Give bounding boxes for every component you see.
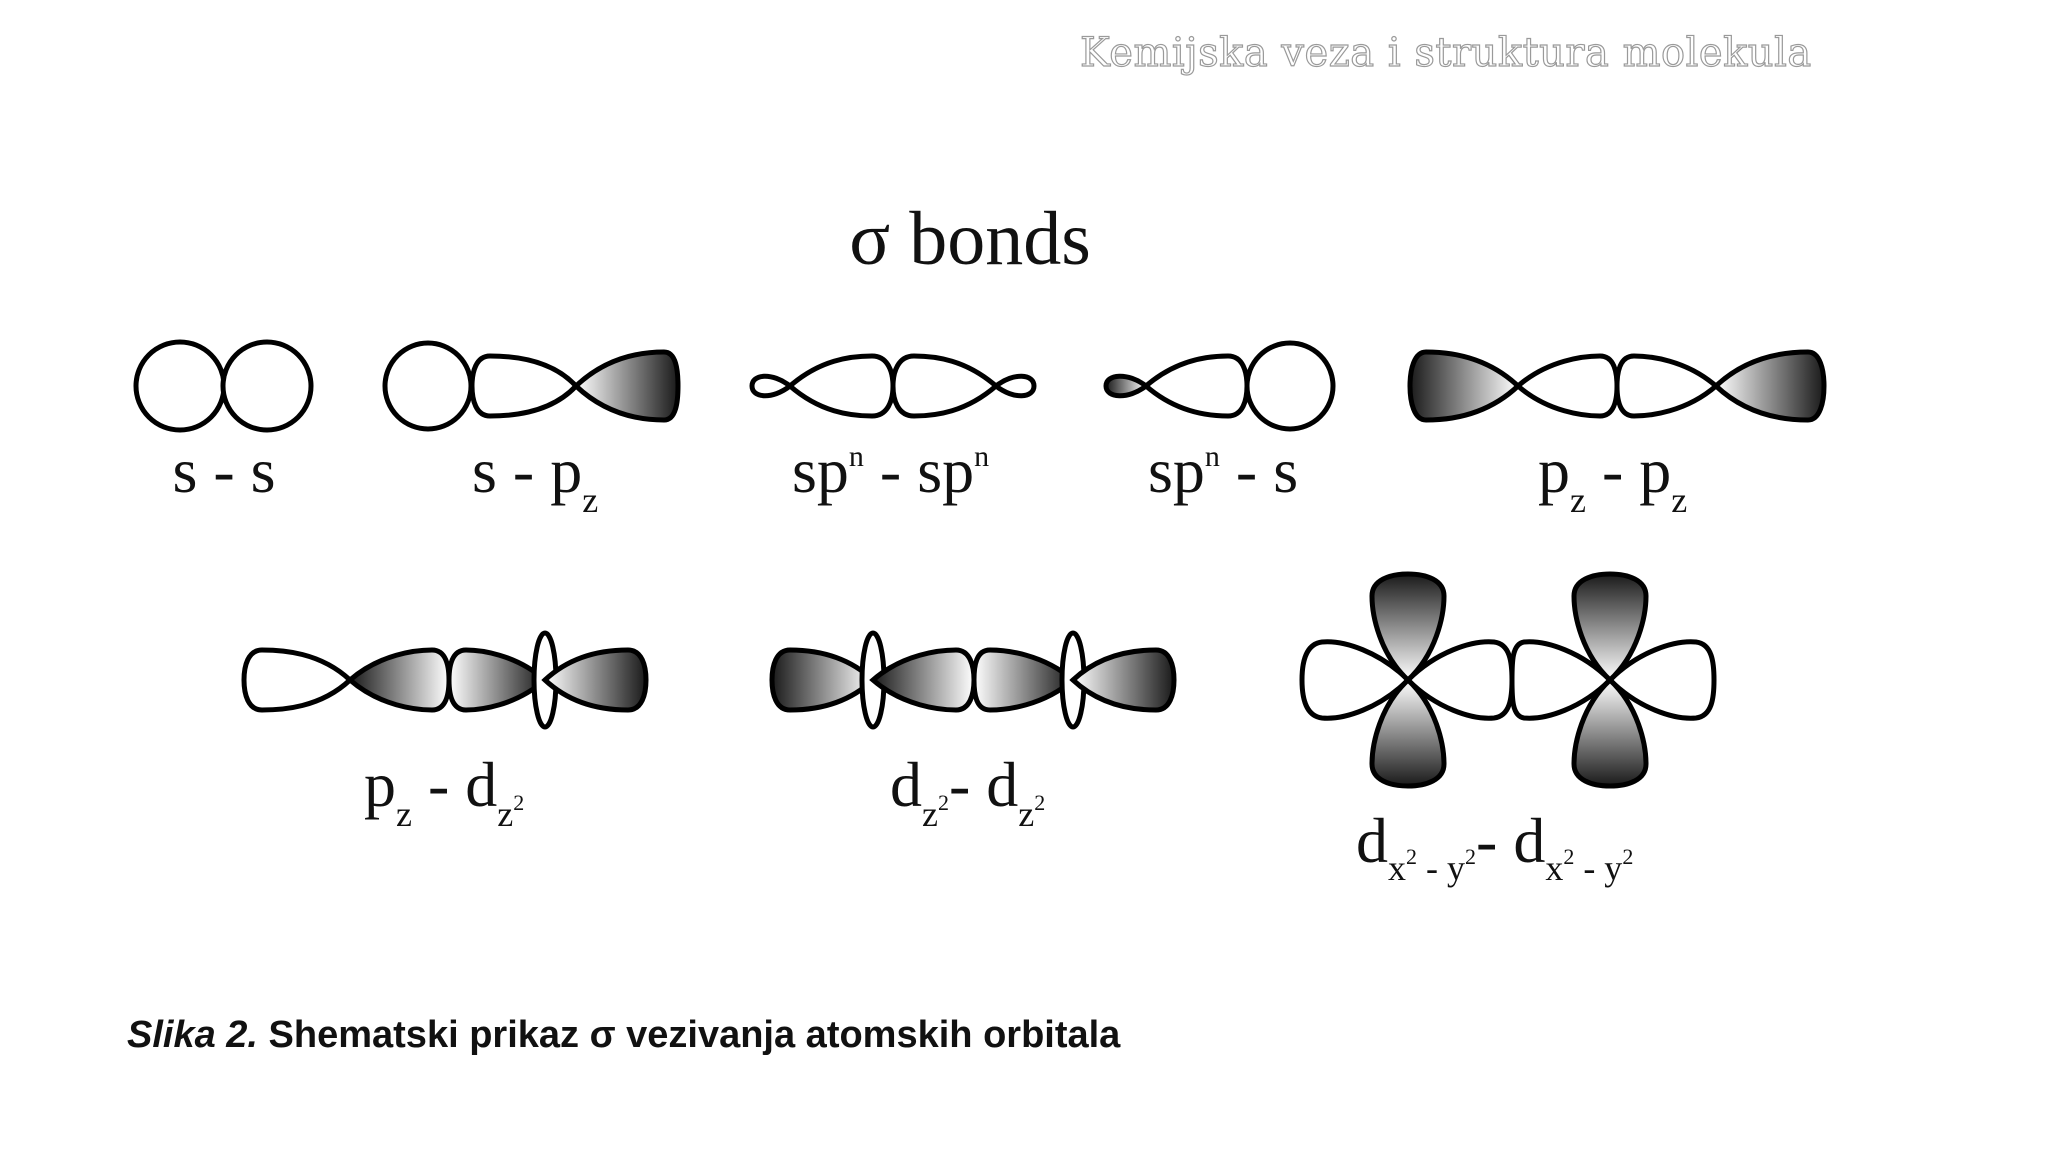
label-dx2y2-dx2y2: dx2 - y2- dx2 - y2 — [1356, 805, 1633, 888]
caption-text: Shematski prikaz σ vezivanja atomskih or… — [257, 1014, 1121, 1056]
label-pz-dz2: pz - dz2 — [364, 749, 524, 834]
orbital-spn-s — [1103, 340, 1336, 432]
orbital-s-s — [133, 339, 314, 433]
diagram-title: σ bonds — [849, 197, 1091, 281]
label-s-s: s - s — [172, 435, 275, 506]
orbital-pz-dz2 — [241, 630, 649, 730]
label-spn-spn: spn - spn — [792, 435, 989, 506]
label-spn-s: spn - s — [1148, 435, 1298, 506]
orbital-spn-spn — [749, 353, 1037, 419]
orbital-s-pz — [382, 340, 681, 432]
label-s-pz: s - pz — [472, 435, 598, 520]
slide-header: Kemijska veza i struktura molekula — [1079, 29, 1812, 76]
orbital-dx2y2-dx2y2 — [1299, 571, 1717, 789]
orbital-dz2-dz2 — [769, 630, 1177, 730]
caption-figure-number: Slika 2. — [127, 1014, 258, 1056]
label-pz-pz: pz - pz — [1538, 435, 1687, 520]
figure-caption: Slika 2. Shematski prikaz σ vezivanja at… — [127, 1014, 1120, 1057]
orbital-pz-pz — [1407, 349, 1827, 423]
label-dz2-dz2: dz2- dz2 — [890, 749, 1045, 834]
